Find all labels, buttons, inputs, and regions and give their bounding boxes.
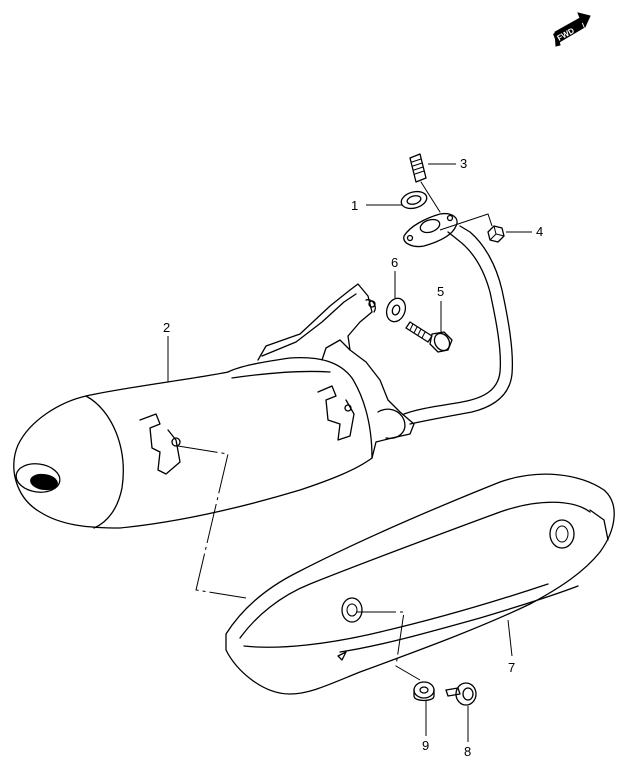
callout-9: 9: [422, 738, 429, 753]
muffler-part-2: [13, 283, 415, 529]
callout-5: 5: [437, 284, 444, 299]
gasket-part-1: [400, 190, 428, 210]
callout-1: 1: [351, 198, 358, 213]
alignment-lines: [177, 445, 421, 681]
stud-bolt-part-3: [409, 153, 441, 213]
callout-6: 6: [391, 255, 398, 270]
collar-part-9: [413, 681, 435, 702]
leader-lines: [167, 163, 532, 742]
callout-8: 8: [464, 744, 471, 759]
heat-shield-part-7: [225, 473, 615, 695]
screw-part-8: [445, 682, 477, 706]
callout-4: 4: [536, 224, 543, 239]
callout-2: 2: [163, 320, 170, 335]
washer-part-6: [385, 297, 407, 323]
bolt-part-5: [405, 321, 453, 353]
callout-3: 3: [460, 156, 467, 171]
exhaust-pipe: [403, 212, 514, 425]
callout-7: 7: [508, 660, 515, 675]
fwd-direction-badge: FWD: [553, 12, 591, 47]
nut-part-4: [487, 225, 505, 243]
